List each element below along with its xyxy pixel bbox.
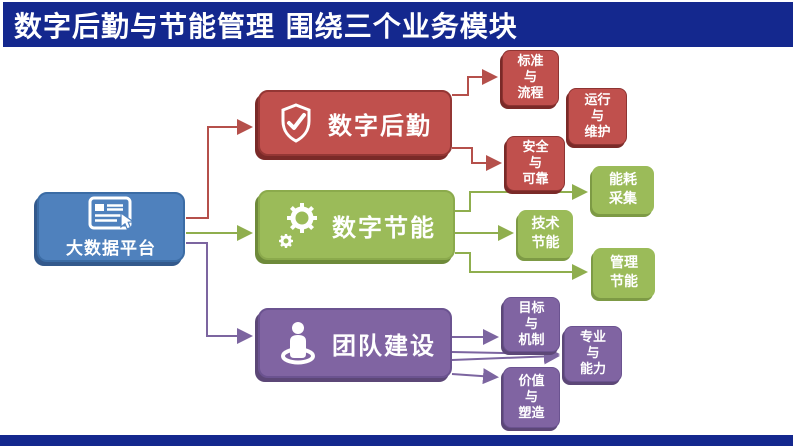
shield-check-icon	[281, 103, 311, 143]
sub-box-line: 与	[528, 155, 542, 171]
sub-box-line: 与	[586, 346, 600, 361]
sub-box-line: 专业	[579, 330, 606, 345]
sub-box-line: 能力	[579, 362, 606, 377]
module-label: 数字后勤	[328, 111, 432, 140]
module-box-logistics: 数字后勤	[258, 90, 452, 156]
sub-box-goals-mechanism: 目标 与 机制	[503, 297, 560, 352]
sub-box-line: 可靠	[522, 171, 549, 187]
sub-box-line: 与	[524, 389, 538, 405]
sub-box-line: 与	[523, 70, 537, 85]
sub-box-professional-capability: 专业 与 能力	[564, 326, 622, 382]
sub-box-line: 标准	[517, 54, 544, 69]
sub-box-line: 运行	[584, 92, 611, 108]
module-label: 数字节能	[332, 213, 436, 242]
gears-icon	[279, 203, 317, 248]
title-bar: 数字后勤与节能管理 围绕三个业务模块	[3, 2, 793, 47]
sub-box-line: 维护	[584, 124, 611, 140]
sub-box-safety-reliability: 安全 与 可靠	[506, 136, 565, 191]
sub-box-line: 节能	[610, 274, 638, 290]
sub-box-technical-saving: 技术 节能	[518, 210, 573, 258]
sub-box-line: 节能	[531, 235, 560, 251]
sub-box-line: 与	[590, 108, 604, 124]
sub-box-standards-process: 标准 与 流程	[502, 50, 559, 106]
platform-box: 大数据平台	[37, 192, 185, 262]
sub-box-management-saving: 管理 节能	[593, 248, 655, 298]
module-box-team: 团队建设	[258, 308, 452, 378]
footer-bar	[0, 435, 793, 446]
sub-box-line: 能耗	[609, 172, 637, 188]
sub-box-line: 塑造	[518, 405, 545, 421]
sub-box-value-shaping: 价值 与 塑造	[503, 367, 560, 428]
module-box-energy: 数字节能	[258, 190, 455, 260]
sub-box-line: 技术	[531, 216, 560, 232]
page-title: 数字后勤与节能管理 围绕三个业务模块	[14, 9, 518, 43]
sub-box-line: 价值	[518, 373, 545, 389]
sub-box-line: 目标	[518, 300, 545, 316]
sub-box-line: 与	[524, 316, 538, 332]
sub-box-energy-collection: 能耗 采集	[592, 166, 654, 214]
module-label: 团队建设	[332, 331, 436, 360]
sub-box-line: 机制	[518, 332, 545, 348]
sub-box-line: 安全	[522, 139, 549, 155]
platform-label: 大数据平台	[66, 238, 156, 259]
sub-box-line: 管理	[610, 255, 638, 271]
presentation-board-icon	[88, 196, 134, 230]
person-icon	[281, 322, 315, 365]
sub-box-line: 流程	[517, 86, 544, 101]
sub-box-line: 采集	[609, 191, 637, 207]
sub-box-operation-maintenance: 运行 与 维护	[568, 88, 627, 145]
